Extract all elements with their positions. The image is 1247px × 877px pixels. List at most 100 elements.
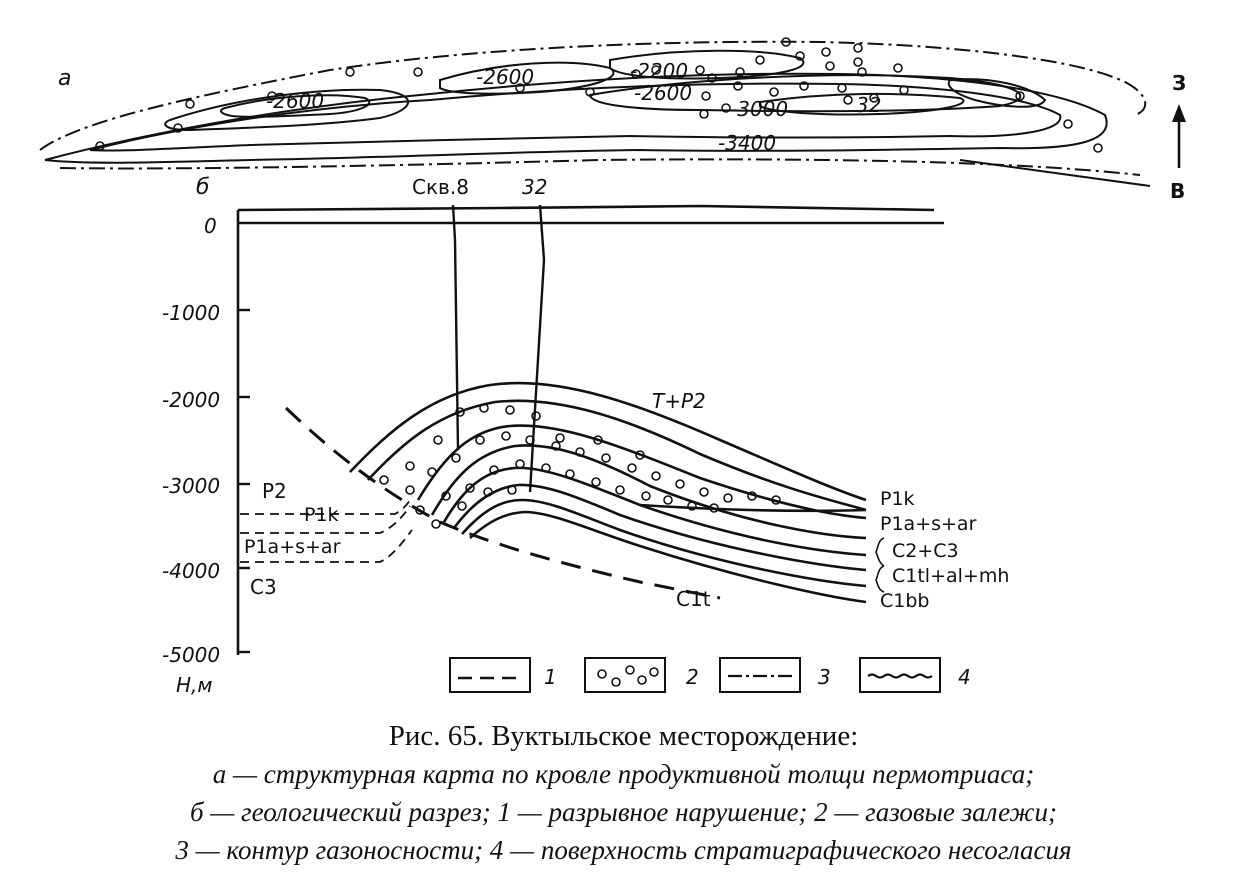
gas-pebble — [379, 475, 389, 485]
stratum-label-p2-left: P2 — [262, 479, 287, 503]
east-end-line — [959, 159, 1151, 187]
gas-pebble — [457, 501, 467, 511]
contour-3000 — [89, 82, 1062, 152]
caption-line: 3 — контур газоносности; 4 — поверхность… — [175, 835, 1072, 865]
stratum-label-c2c3: C2+C3 — [892, 540, 959, 562]
compass: З В — [1170, 71, 1186, 203]
stratum-label-c1bb: C1bb — [880, 590, 929, 612]
depth-axis-ticks — [238, 308, 250, 654]
gas-pebble — [699, 487, 709, 497]
gas-pebble — [675, 479, 685, 489]
stratum-label-p1k-left: P1k — [304, 504, 339, 526]
depth-tick-label: 0 — [204, 214, 217, 238]
stratum-boundary-p1ar — [367, 399, 867, 512]
legend-box-contour — [719, 657, 801, 693]
contour-label: -3400 — [718, 131, 776, 155]
ground-surface — [237, 204, 935, 212]
contour-2600-central — [439, 61, 615, 95]
caption-line: а — структурная карта по кровле продукти… — [212, 759, 1035, 789]
gas-deposit-pebbles — [379, 403, 781, 529]
bracket-icon — [875, 537, 885, 593]
panel-a-label: а — [58, 66, 71, 91]
depth-axis-unit: Н,м — [176, 673, 212, 697]
legend-number: 2 — [686, 665, 699, 689]
gas-pebble — [555, 433, 565, 443]
legend-box-gas — [584, 657, 666, 693]
figure-diagram: а -2600 -2600 — [39, 37, 1186, 697]
gas-pebble — [475, 435, 485, 445]
stratum-label-p1ar-left: P1a+s+ar — [244, 536, 341, 558]
stratum-label-c3-left: C3 — [250, 575, 277, 599]
contour-2200-east — [609, 49, 805, 80]
pebbles-icon — [597, 665, 659, 687]
contour-inner-east — [947, 78, 1047, 108]
contour-label: -2600 — [634, 81, 692, 105]
stratum-boundary-p1k — [349, 381, 867, 502]
gas-contour-outline — [39, 40, 1147, 151]
main-thrust-fault — [284, 406, 721, 600]
legend-number: 1 — [544, 665, 557, 689]
legend-number: 4 — [958, 665, 971, 689]
contour-2600-west-inner — [219, 94, 371, 118]
compass-north-label: З — [1172, 71, 1186, 95]
geologic-section-panel: б 0 -1000 -2000 -3000 -4000 -5000 Н,м Ск… — [162, 175, 1009, 697]
contour-label: -2200 — [630, 59, 688, 83]
gas-pebble — [433, 435, 443, 445]
compass-south-label: В — [1170, 179, 1185, 203]
gas-pebble — [501, 431, 511, 441]
gas-pebble — [451, 453, 461, 463]
left-block-boundary-middle — [240, 505, 411, 534]
stratum-boundary-c1tl — [461, 498, 867, 588]
stratum-label-c1t: C1t — [676, 587, 711, 611]
stratum-boundary-c2 — [430, 444, 867, 540]
well-8-trace — [451, 204, 460, 451]
gas-pebble — [641, 491, 651, 501]
contour-label: -3000 — [730, 97, 788, 121]
gas-pebble — [505, 405, 515, 415]
gas-pebble — [405, 461, 415, 471]
depth-tick-label: -3000 — [162, 474, 220, 498]
left-block-boundary-upper — [240, 495, 413, 515]
stratum-boundary-c1bb — [469, 510, 867, 604]
gas-pebble — [465, 483, 475, 493]
stratum-boundary-c1al — [452, 483, 867, 572]
figure-caption: Рис. 65. Вуктыльское месторождение: а — … — [0, 718, 1247, 869]
stratum-boundary-c1mh — [442, 466, 867, 557]
gas-pebble — [723, 493, 733, 503]
well-label-8: Скв.8 — [412, 175, 469, 199]
depth-tick-label: -2000 — [162, 388, 220, 412]
contour-3000-east — [759, 92, 965, 116]
contour-3400 — [44, 72, 1108, 164]
contour-label: -2600 — [476, 65, 534, 89]
gas-pebble — [615, 485, 625, 495]
gas-pebble — [531, 411, 541, 421]
caption-title: Рис. 65. Вуктыльское месторождение: — [388, 720, 859, 752]
unconformity-line — [639, 503, 867, 513]
well-32-trace — [528, 204, 546, 493]
left-block-boundary-lower — [240, 529, 413, 563]
depth-tick-label: -5000 — [162, 643, 220, 667]
depth-tick-label: -1000 — [162, 301, 220, 325]
gas-pebble — [431, 519, 441, 529]
panel-b-label: б — [196, 175, 210, 200]
depth-tick-label: -4000 — [162, 559, 220, 583]
structure-map-panel: а -2600 -2600 — [39, 37, 1186, 203]
wavy-line-icon — [867, 673, 933, 679]
contour-label: -2600 — [266, 89, 324, 113]
depth-axis-labels: 0 -1000 -2000 -3000 -4000 -5000 Н,м — [162, 214, 220, 697]
legend: 1 2 3 4 — [449, 657, 971, 693]
caption-line: б — геологический разрез; 1 — разрывное … — [189, 797, 1058, 827]
gas-pebble — [663, 495, 673, 505]
stratum-label-c1tl: C1tl+al+mh — [892, 565, 1009, 587]
gas-pebble — [591, 477, 601, 487]
legend-box-unconformity — [859, 657, 941, 693]
well-label-32: 32 — [522, 175, 547, 199]
stratum-label-p1ar-right: P1a+s+ar — [880, 513, 977, 535]
well-label: 32 — [856, 93, 881, 117]
well-markers — [95, 37, 1103, 153]
gas-pebble — [627, 463, 637, 473]
stratum-label-p1k-right: P1k — [880, 488, 915, 510]
legend-box-fault — [449, 657, 531, 693]
arrow-up-icon — [1172, 104, 1186, 122]
stratum-boundary-c3 — [416, 424, 867, 520]
